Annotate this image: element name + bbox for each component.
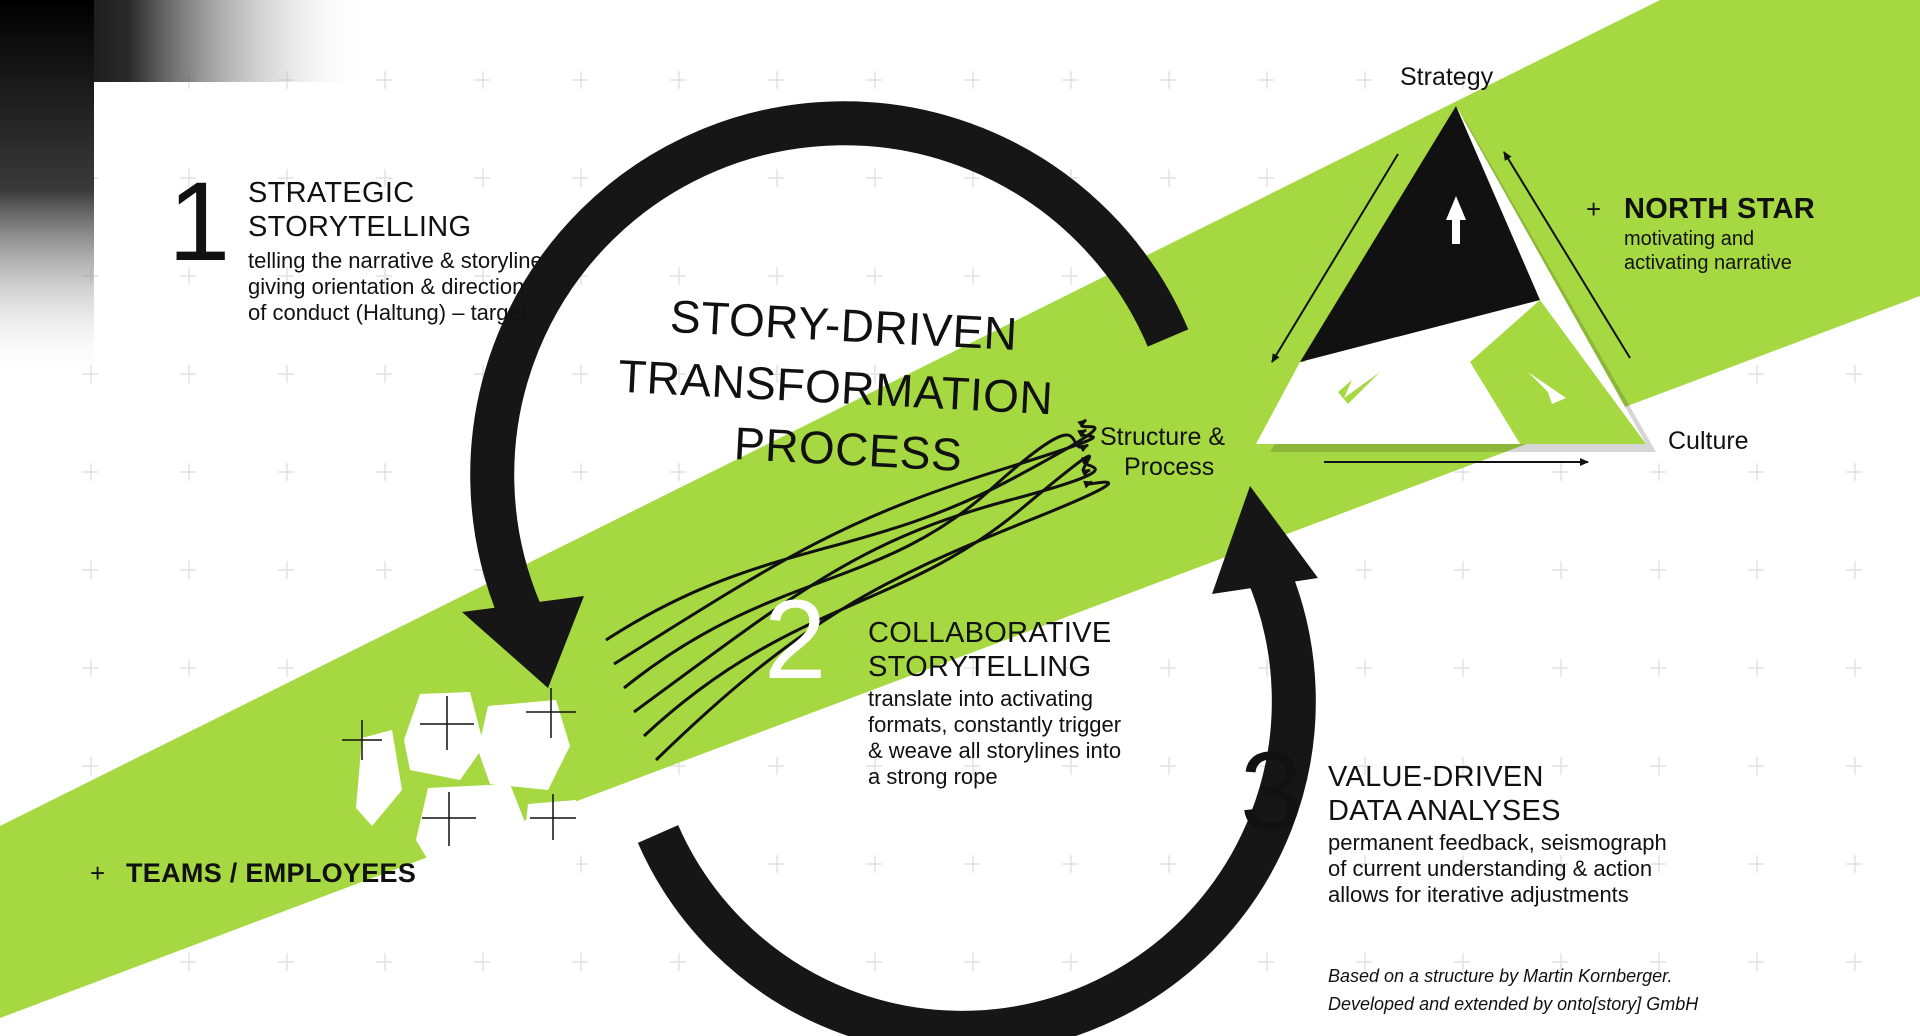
arrow-culture-to-strategy [1503,151,1631,359]
step-3-heading-line-1: VALUE-DRIVEN [1328,761,1544,793]
step-2-desc-line-1: translate into activating [868,686,1094,711]
triangle-top-black [1300,106,1540,362]
structure-process-label-line-2: Process [1124,453,1215,481]
plus-icon [420,696,474,750]
step-3-desc-line-1: permanent feedback, seismograph [1328,830,1667,855]
team-tile [478,700,570,790]
structure-process-label-line-1: Structure & [1100,423,1226,451]
north-star-desc-line-1: motivating and [1624,228,1755,250]
strategy-label: Strategy [1400,63,1494,91]
step-1-desc-line-1: telling the narrative & storyline [248,248,543,273]
step-1-desc-line-3: of conduct (Haltung) – target [248,300,527,325]
teams-label: TEAMS / EMPLOYEES [126,858,417,888]
step-3-desc-line-3: allows for iterative adjustments [1328,882,1629,907]
step-2-heading-line-1: COLLABORATIVE [868,617,1112,649]
culture-arrow-icon [1528,372,1566,404]
strategy-up-arrow-icon [1446,196,1466,244]
credit-line-1: Based on a structure by Martin Kornberge… [1328,966,1673,986]
step-3-desc-line-2: of current understanding & action [1328,856,1653,881]
arrow-strategy-to-structure [1271,153,1399,363]
step-1-heading-line-1: STRATEGIC [248,177,415,209]
cycle-arrow-upper [470,101,1189,621]
team-tiles [356,692,584,890]
plus-icon [342,720,382,760]
triangle-model [1256,106,1656,466]
culture-label: Culture [1668,427,1749,455]
step-2-desc-line-3: & weave all storylines into [868,738,1122,763]
step-2-number: 2 [764,577,827,702]
cycle-arrow-upper-head [462,596,584,688]
step-3-number: 3 [1240,729,1303,854]
cycle-arrows [462,101,1318,1036]
north-star-heading: NORTH STAR [1624,193,1815,225]
cycle-arrow-lower [637,559,1316,1036]
dark-corner [0,0,370,380]
plus-icon [530,794,576,840]
team-tile [356,730,402,826]
step-2-desc-line-2: formats, constantly trigger [868,712,1122,737]
north-star-desc-line-2: activating narrative [1624,252,1792,274]
plus-icon [422,792,476,846]
team-tile [404,692,484,780]
step-1-number: 1 [168,159,231,284]
team-tile [520,800,584,890]
triangle-bottom-white [1256,362,1520,444]
team-tile [416,784,528,882]
triangle-right-green [1470,300,1646,444]
teams-plus-icon: + [90,858,106,888]
step-1-desc-line-2: giving orientation & direction [248,274,525,299]
title-line-3: PROCESS [732,417,964,481]
team-plus-icons [342,688,576,846]
step-1-heading-line-2: STORYTELLING [248,211,472,243]
plus-icon [526,688,576,738]
step-2-desc-line-4: a strong rope [868,764,998,789]
cycle-arrow-lower-head [1212,486,1318,594]
north-star-plus-icon: + [1586,194,1602,224]
storyline-rope [605,418,1110,762]
step-3-heading-line-2: DATA ANALYSES [1328,795,1561,827]
credit-line-2: Developed and extended by onto[story] Gm… [1328,994,1699,1014]
structure-arrow-icon [1338,372,1380,404]
step-2-heading-line-2: STORYTELLING [868,651,1092,683]
